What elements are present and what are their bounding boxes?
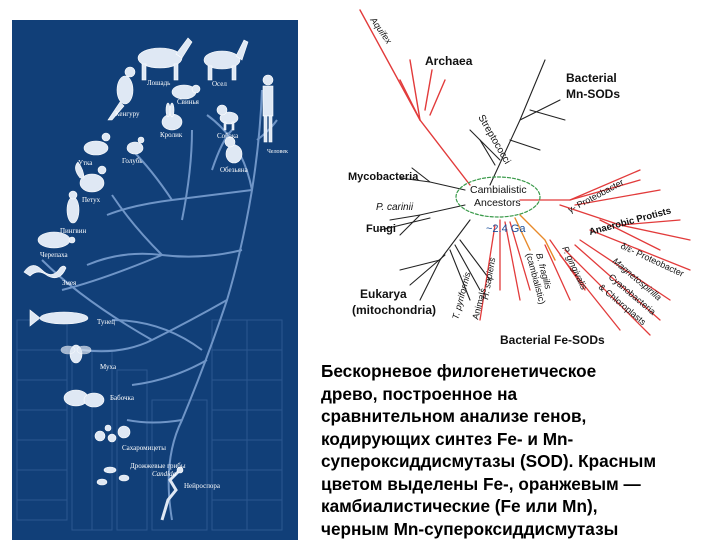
caption-line: цветом выделены Fe-, оранжевым —: [321, 473, 641, 494]
kangaroo-icon: [107, 66, 136, 121]
label-neurospora: Нейроспора: [184, 482, 221, 490]
duck-icon: [83, 132, 111, 156]
label-human: Человек: [267, 149, 288, 155]
label-horse: Лошадь: [147, 79, 170, 87]
label-bacterial-mn-1: Bacterial: [566, 71, 617, 85]
branch-bacterial-mn: [469, 59, 566, 186]
label-animals: Animals: [470, 287, 488, 321]
cambialistic-ancestors-ring: [455, 176, 541, 218]
label-mycobacteria: Mycobacteria: [348, 171, 419, 183]
branch-fungi: [379, 204, 466, 236]
caption-line: кодирующих синтез Fe- и Mn-: [321, 428, 574, 449]
penguin-icon: [66, 190, 80, 224]
label-monkey: Обезьяна: [220, 166, 249, 174]
turtle-icon: [37, 231, 76, 249]
branch-mycobacteria: [399, 167, 466, 191]
caption-line: Бескорневое филогенетическое: [321, 361, 597, 381]
label-candida-2: Candida: [152, 470, 177, 478]
label-snake: Змея: [62, 279, 77, 287]
label-mitochondria: (mitochondria): [352, 303, 436, 317]
branch-cambialistic: [514, 214, 556, 261]
label-candida-1: Дрожжевые грибы: [130, 462, 186, 470]
caption-line: супероксиддисмутазы (SOD). Красным: [321, 451, 657, 471]
butterfly-icon: [63, 389, 105, 408]
label-penguin: Пингвин: [60, 227, 86, 235]
label-fungi: Fungi: [366, 223, 396, 235]
label-streptococci: Streptococci: [475, 113, 512, 166]
label-turtle: Черепаха: [40, 251, 69, 259]
human-icon: [262, 74, 274, 143]
label-fly: Муха: [100, 363, 117, 371]
label-gamma-proteobacter: γ- Proteobacter: [566, 177, 625, 215]
label-t-pyriformis: T. pyriformis: [450, 270, 472, 320]
unrooted-sod-tree: Aquifex Archaea Bacterial Mn-SODs Strept…: [348, 9, 691, 347]
label-pig: Свинья: [177, 98, 200, 106]
rabbit-icon: [161, 102, 183, 131]
caption-line: камбиалистические (Fe или Mn),: [321, 496, 598, 516]
label-butterfly: Бабочка: [110, 394, 135, 402]
fly-icon: [60, 344, 92, 364]
background-grid-pattern: [16, 319, 283, 531]
branch-proteobacter: [519, 169, 691, 336]
label-saccharomyces: Сахаромицеты: [122, 444, 166, 452]
label-bacterial-fe: Bacterial Fe-SODs: [500, 333, 605, 347]
label-duck: Утка: [78, 159, 93, 167]
snake-icon: [23, 265, 67, 279]
caption-line: черным Mn-супероксиддисмутазы: [321, 518, 619, 539]
label-dog: Собака: [217, 132, 239, 140]
monkey-icon: [224, 136, 243, 164]
figure-caption: Бескорневое филогенетическое древо, пост…: [321, 360, 717, 540]
label-p-carinii: P. carinii: [376, 202, 414, 213]
label-bacterial-mn-2: Mn-SODs: [566, 87, 620, 101]
label-eukarya: Eukarya: [360, 287, 407, 301]
label-donkey: Осел: [212, 80, 227, 88]
label-ga: ~2.4 Ga: [486, 223, 526, 235]
label-archaea: Archaea: [425, 54, 473, 68]
branch-archaea: [359, 9, 471, 186]
label-pigeon: Голубь: [122, 157, 143, 165]
tree-of-life-drawing: Лошадь Осел Кенгуру Свинья Человек Кроли…: [16, 37, 288, 531]
label-kangaroo: Кенгуру: [115, 110, 140, 118]
pig-icon: [171, 84, 201, 100]
donkey-icon: [203, 39, 249, 81]
pigeon-icon: [126, 136, 145, 155]
caption-line: сравнительном анализе генов,: [321, 406, 587, 426]
horse-icon: [137, 37, 193, 81]
label-cambialistic-2: Ancestors: [474, 197, 521, 209]
label-rabbit: Кролик: [160, 131, 183, 139]
dog-icon: [216, 104, 239, 131]
label-rooster: Петух: [82, 196, 101, 204]
neurospora-icon: [160, 466, 184, 521]
branch-fe-bottom: [479, 219, 531, 321]
tree-of-life-illustration: Лошадь Осел Кенгуру Свинья Человек Кроли…: [12, 20, 298, 540]
label-cambialistic-1: Cambialistic: [470, 184, 527, 196]
tuna-icon: [29, 309, 89, 327]
label-p-gingivalis: P. gingivalis: [560, 245, 589, 292]
branch-eukarya: [399, 219, 491, 301]
rooster-icon: [75, 161, 107, 193]
saccharomyces-icon: [94, 424, 131, 443]
caption-line: древо, построенное на: [321, 383, 518, 404]
candida-icon: [96, 466, 130, 486]
label-tuna: Тунец: [97, 318, 115, 326]
